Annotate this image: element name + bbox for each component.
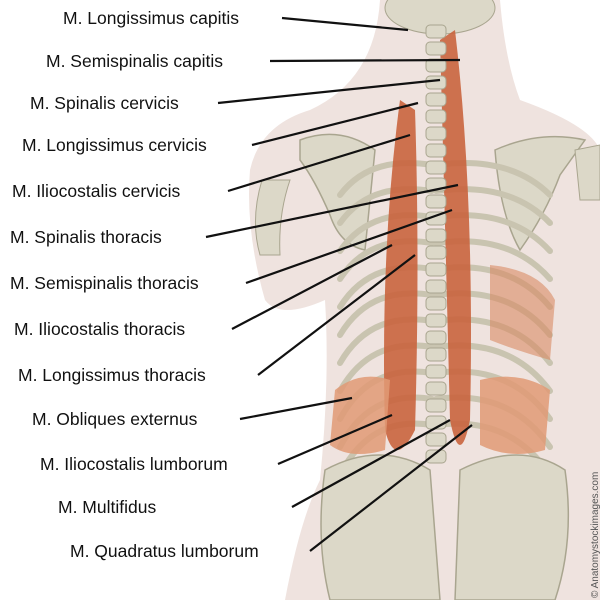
label-semispinalis-thoracis: M. Semispinalis thoracis [10, 273, 199, 293]
vertebra [425, 245, 447, 260]
label-obliques-externus: M. Obliques externus [32, 409, 198, 429]
leader-line [245, 208, 453, 285]
vertebra [425, 398, 447, 413]
vertebra [425, 24, 447, 39]
pelvis [320, 454, 441, 600]
vertebra [425, 313, 447, 328]
label-longissimus-capitis: M. Longissimus capitis [63, 8, 240, 28]
leader-line [309, 424, 473, 552]
rib [337, 342, 435, 394]
leader-line [291, 419, 451, 508]
leader-line [277, 413, 393, 466]
leader-line [269, 58, 461, 63]
muscle-obliques-left [330, 376, 390, 454]
copyright-credit: © Anatomystockimages.com [590, 471, 600, 598]
vertebra [425, 75, 447, 90]
muscle-intercostals [490, 265, 555, 360]
vertebra [425, 347, 447, 362]
rib [337, 186, 435, 226]
vertebra [425, 160, 447, 175]
label-semispinalis-capitis: M. Semispinalis capitis [46, 51, 223, 71]
label-spinalis-cervicis: M. Spinalis cervicis [30, 93, 179, 113]
leader-line [281, 16, 409, 32]
vertebra [425, 364, 447, 379]
label-spinalis-thoracis: M. Spinalis thoracis [10, 227, 162, 247]
vertebra [425, 126, 447, 141]
pelvis-right [454, 454, 570, 600]
vertebra [425, 228, 447, 243]
leader-line [251, 101, 419, 147]
leader-lines [205, 16, 473, 552]
leader-line [239, 396, 353, 421]
vertebra [425, 296, 447, 311]
vertebra [425, 330, 447, 345]
label-iliocostalis-thoracis: M. Iliocostalis thoracis [14, 319, 186, 339]
vertebra [425, 279, 447, 294]
muscle-quadratus-right [480, 376, 550, 454]
vertebra [425, 41, 447, 56]
vertebra [425, 381, 447, 396]
vertebra [425, 262, 447, 277]
label-quadratus-lumborum: M. Quadratus lumborum [70, 541, 259, 561]
right-humerus [574, 144, 600, 201]
leader-line [257, 254, 416, 376]
vertebra [425, 194, 447, 209]
vertebra [425, 143, 447, 158]
vertebra [425, 58, 447, 73]
rib [337, 264, 435, 310]
vertebra [425, 449, 447, 464]
label-longissimus-cervicis: M. Longissimus cervicis [22, 135, 207, 155]
rib [337, 290, 435, 338]
label-iliocostalis-lumborum: M. Iliocostalis lumborum [40, 454, 228, 474]
label-iliocostalis-cervicis: M. Iliocostalis cervicis [12, 181, 181, 201]
leader-line [217, 78, 441, 105]
vertebra [425, 432, 447, 447]
left-humerus [254, 179, 291, 256]
vertebra [425, 109, 447, 124]
leader-line [205, 183, 459, 239]
muscle-right-erector [440, 30, 471, 445]
leader-line [231, 244, 393, 330]
label-longissimus-thoracis: M. Longissimus thoracis [18, 365, 206, 385]
vertebra [425, 92, 447, 107]
rib [337, 212, 435, 254]
rib [337, 316, 435, 366]
muscle-left-erector [384, 100, 418, 450]
leader-line [227, 133, 411, 193]
label-multifidus: M. Multifidus [58, 497, 157, 517]
rib [337, 160, 435, 198]
